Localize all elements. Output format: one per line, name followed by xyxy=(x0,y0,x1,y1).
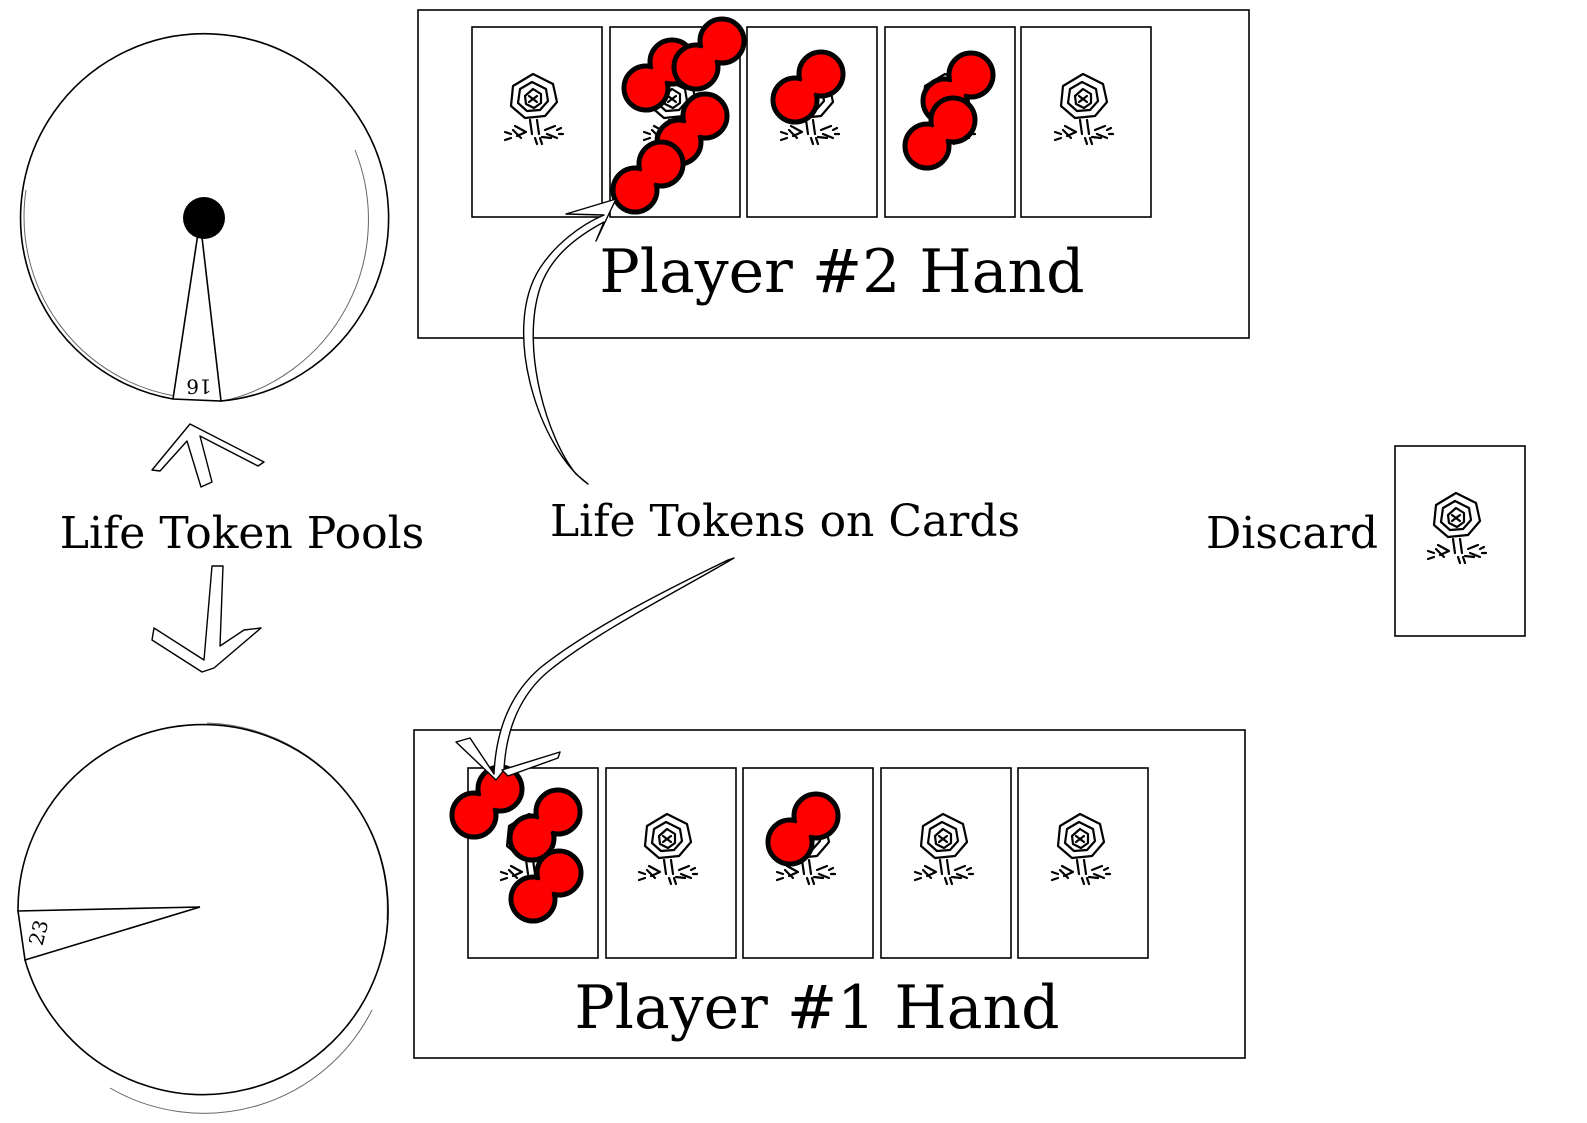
player1-pool-value: 23 xyxy=(24,917,53,948)
player1-card-2[interactable] xyxy=(605,767,737,959)
curved-arrow-icon xyxy=(455,557,735,781)
player2-life-pool: 16 xyxy=(19,32,390,402)
pool-dial-outline-echo xyxy=(23,189,176,397)
discard-card[interactable] xyxy=(1394,445,1526,637)
player1-hand-title: Player #1 Hand xyxy=(574,973,1059,1043)
player2-card-1[interactable] xyxy=(471,26,603,218)
curved-arrow-icon xyxy=(151,423,265,488)
discard-pile: Discard xyxy=(1206,445,1526,637)
pool-dial-pointer xyxy=(172,219,222,402)
pool-dial-outline-echo xyxy=(206,722,388,921)
pool-dial-outline-echo xyxy=(222,149,369,402)
player1-card-4[interactable] xyxy=(880,767,1012,959)
pool-dial-outline-echo xyxy=(109,1009,373,1114)
player2-card-5[interactable] xyxy=(1020,26,1152,218)
player1-card-5[interactable] xyxy=(1017,767,1149,959)
curved-arrow-icon xyxy=(522,198,617,485)
life-tokens-on-cards-caption: Life Tokens on Cards xyxy=(550,496,1020,547)
player2-hand-panel: Player #2 Hand xyxy=(417,9,1250,339)
life-token-pools-caption: Life Token Pools xyxy=(60,508,425,559)
player1-hand-panel: Player #1 Hand xyxy=(413,729,1246,1059)
player2-pool-value: 16 xyxy=(186,375,211,399)
pool-dial-pointer xyxy=(17,906,201,962)
player1-life-pool: 23 xyxy=(17,722,389,1114)
discard-label: Discard xyxy=(1206,508,1378,559)
player2-hand-title: Player #2 Hand xyxy=(599,237,1084,307)
curved-arrow-icon xyxy=(151,565,262,673)
pool-dial-hub xyxy=(183,197,225,239)
